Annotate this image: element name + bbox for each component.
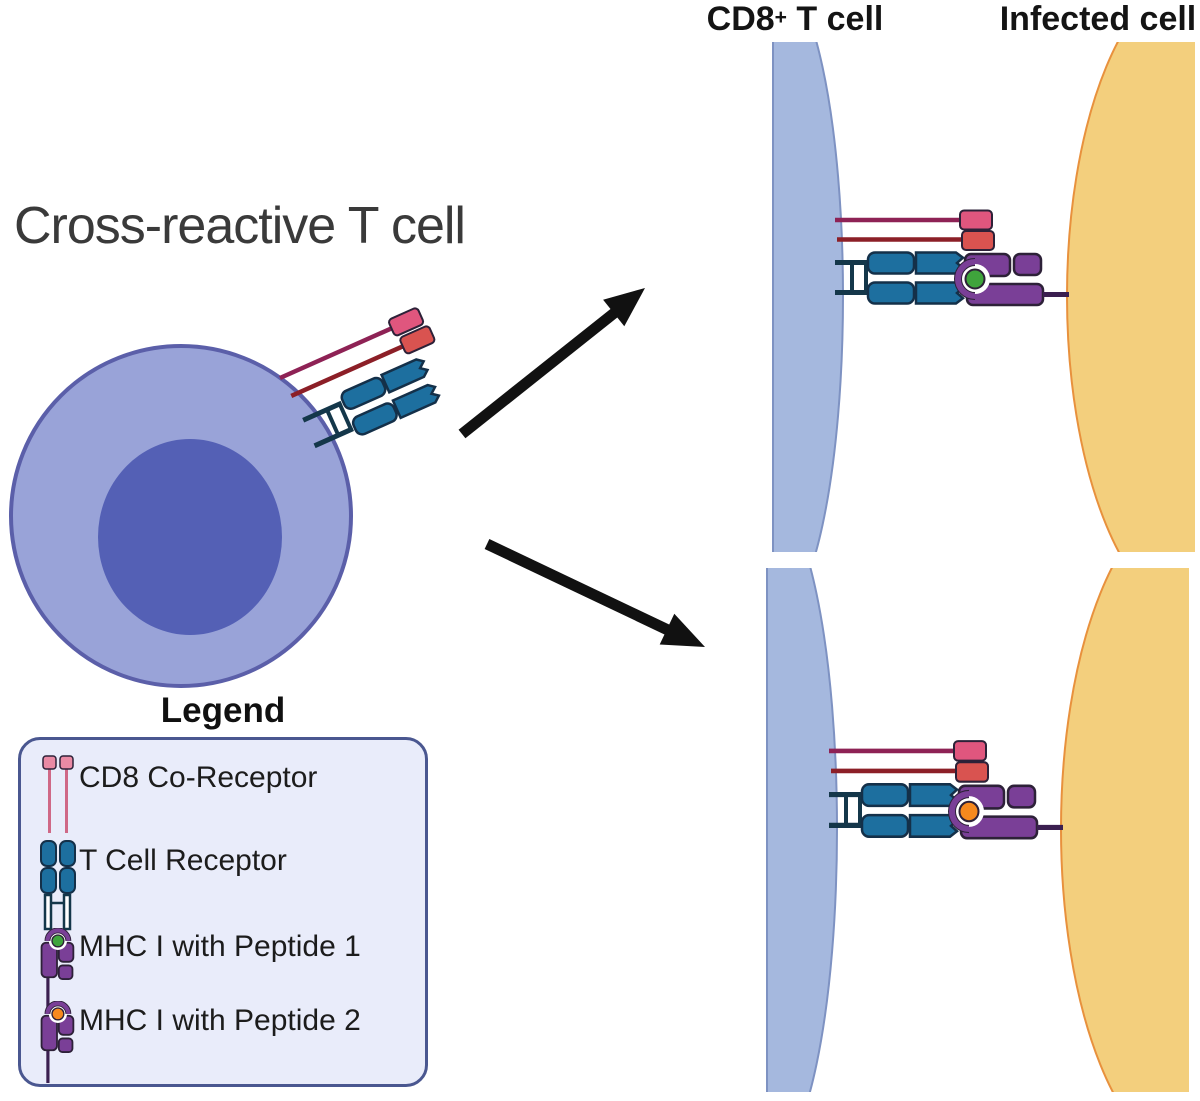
cd8-coreceptor <box>835 209 995 251</box>
mhc-1-peptide-2-icon <box>40 1001 75 1083</box>
tcr-domain <box>860 813 910 838</box>
arrow-head <box>659 613 705 647</box>
cd8-coreceptor-icon <box>42 755 74 833</box>
cd8-beta-head <box>399 325 436 355</box>
infected-cell-label: Infected cell <box>999 0 1197 38</box>
cd8-beta-head <box>955 761 989 783</box>
cd8-beta-stalk <box>290 343 406 399</box>
cd8-coreceptor <box>279 307 436 399</box>
tcr-domain <box>860 782 910 808</box>
peptide-1 <box>964 268 986 290</box>
mhc-alpha2-domain <box>1012 252 1043 277</box>
legend-item-label: CD8 Co-Receptor <box>79 761 318 794</box>
infected-cell-membrane <box>1066 42 1195 552</box>
tcr-variable-domain <box>379 358 430 394</box>
arrow-shaft <box>484 539 673 636</box>
tcr-linker <box>850 260 868 295</box>
cd8-plus-superscript: + <box>774 6 787 29</box>
peptide-2 <box>958 800 980 823</box>
t-cell-membrane <box>766 568 838 1092</box>
legend-item-label: MHC I with Peptide 2 <box>79 1004 361 1037</box>
cd8-alpha-head <box>388 307 425 337</box>
cd8-alpha-head <box>953 740 987 762</box>
tcr-domain <box>866 251 916 275</box>
legend-item-label: T Cell Receptor <box>79 844 287 877</box>
infected-cell-membrane <box>1060 568 1189 1092</box>
cd8-t-cell-label-rest: T cell <box>786 0 884 38</box>
tcr-domain <box>866 281 916 305</box>
tcr-mhc-complex <box>835 251 1069 307</box>
cd8-alpha-head <box>959 209 993 231</box>
mhc-1-peptide-1-icon <box>40 928 75 1010</box>
tcr-domain <box>351 402 398 436</box>
arrow-to-top-panel <box>458 288 645 439</box>
mhc-groove <box>949 790 970 833</box>
mhc-alpha2-domain <box>1006 784 1037 809</box>
cd8-t-cell-label: CD8+ T cell <box>700 0 890 39</box>
tcr-linker <box>324 401 354 438</box>
t-cell-membrane <box>772 42 844 552</box>
tcr-linker <box>844 792 862 828</box>
legend-item-label: MHC I with Peptide 1 <box>79 930 361 963</box>
t-cell-receptor <box>302 358 441 449</box>
cd8-alpha-stalk <box>279 325 395 381</box>
tcr-domain <box>340 376 387 411</box>
t-cell-scene <box>9 288 705 688</box>
surface-receptors <box>279 307 441 449</box>
arrow-head <box>603 288 645 327</box>
legend-peptide-1 <box>51 934 65 948</box>
synapse-panel-peptide-1 <box>772 42 1195 552</box>
t-cell-receptor-icon <box>40 840 76 931</box>
cd8-t-cell-label-base: CD8 <box>706 0 775 38</box>
cd8-coreceptor <box>829 740 989 783</box>
cd8-beta-head <box>961 230 995 251</box>
mhc-groove <box>955 259 976 299</box>
arrow-to-bottom-panel <box>484 539 705 647</box>
t-cell-nucleus <box>98 439 282 635</box>
arrow-shaft <box>458 305 622 439</box>
legend-title: Legend <box>160 691 286 730</box>
tcr-variable-domain <box>391 383 441 420</box>
synapse-panel-peptide-2 <box>766 568 1189 1092</box>
tcr-mhc-complex <box>829 782 1063 840</box>
legend-peptide-2 <box>51 1007 65 1021</box>
figure-title: Cross-reactive T cell <box>14 197 466 255</box>
legend-box: CD8 Co-Receptor T Cell Receptor MHC I wi… <box>18 737 428 1087</box>
